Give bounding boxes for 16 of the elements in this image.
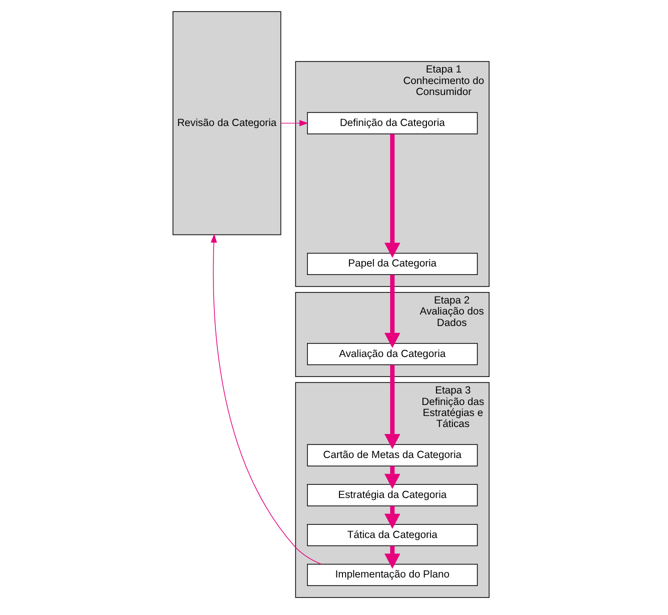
node-box: Papel da Categoria: [307, 252, 478, 275]
node-box: Revisão da Categoria: [172, 11, 282, 236]
arrow: [384, 274, 400, 348]
node-box: Tática da Categoria: [307, 524, 478, 546]
arrow: [210, 234, 322, 565]
node-box: Estratégia da Categoria: [307, 484, 478, 506]
node-box: Avaliação da Categoria: [307, 342, 478, 366]
arrow: [384, 466, 400, 490]
node-box: Implementação do Plano: [307, 564, 478, 586]
arrow: [384, 506, 400, 529]
node-box: Definição da Categoria: [307, 112, 478, 134]
node-box: Cartão de Metas da Categoria: [307, 444, 478, 466]
arrow: [384, 546, 400, 569]
arrow: [280, 120, 308, 126]
arrow: [384, 364, 400, 450]
arrow: [384, 134, 400, 258]
